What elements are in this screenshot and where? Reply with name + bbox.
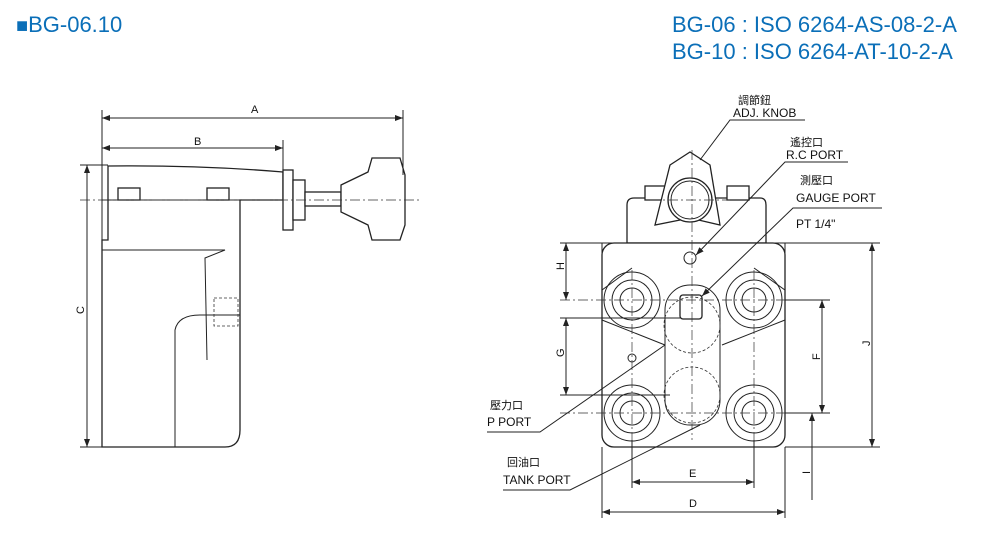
adj-knob-en: ADJ. KNOB — [733, 106, 796, 120]
dim-a: A — [251, 104, 259, 116]
dim-d: D — [689, 498, 697, 510]
dim-h: H — [555, 262, 567, 270]
p-port-en: P PORT — [487, 415, 532, 429]
rc-port-en: R.C PORT — [786, 148, 844, 162]
front-view: D E F J G H I — [555, 150, 880, 518]
tank-port-zh: 回油口 — [507, 455, 540, 469]
gauge-port-size: PT 1/4" — [796, 217, 835, 231]
tank-port-en: TANK PORT — [503, 473, 571, 487]
side-view: A B C — [75, 104, 420, 448]
model-title: ■BG-06.10 — [16, 12, 122, 38]
callout-tank-port: 回油口 TANK PORT — [503, 424, 701, 491]
dim-f: F — [811, 353, 823, 360]
callout-gauge-port: 測壓口 GAUGE PORT PT 1/4" — [701, 173, 882, 297]
spec-line-2: BG-10 : ISO 6264-AT-10-2-A — [672, 39, 953, 64]
dim-j: J — [861, 341, 873, 347]
dim-e: E — [689, 468, 696, 480]
dim-i: I — [801, 471, 813, 474]
callout-adj-knob: 調節鈕 ADJ. KNOB — [699, 93, 805, 161]
callout-p-port: 壓力口 P PORT — [487, 344, 666, 433]
gauge-port-zh: 測壓口 — [800, 173, 833, 187]
adj-knob-zh: 調節鈕 — [738, 93, 771, 107]
spec-line-1: BG-06 : ISO 6264-AS-08-2-A — [672, 12, 957, 37]
model-name: BG-06.10 — [28, 12, 123, 37]
dim-g: G — [555, 348, 567, 357]
gauge-port-en: GAUGE PORT — [796, 191, 876, 205]
p-port-zh: 壓力口 — [490, 399, 523, 412]
callout-rc-port: 遙控口 R.C PORT — [695, 135, 848, 256]
rc-port-zh: 遙控口 — [790, 135, 823, 149]
dim-b: B — [194, 136, 201, 148]
dim-c: C — [75, 306, 87, 314]
model-marker: ■ — [16, 15, 29, 37]
